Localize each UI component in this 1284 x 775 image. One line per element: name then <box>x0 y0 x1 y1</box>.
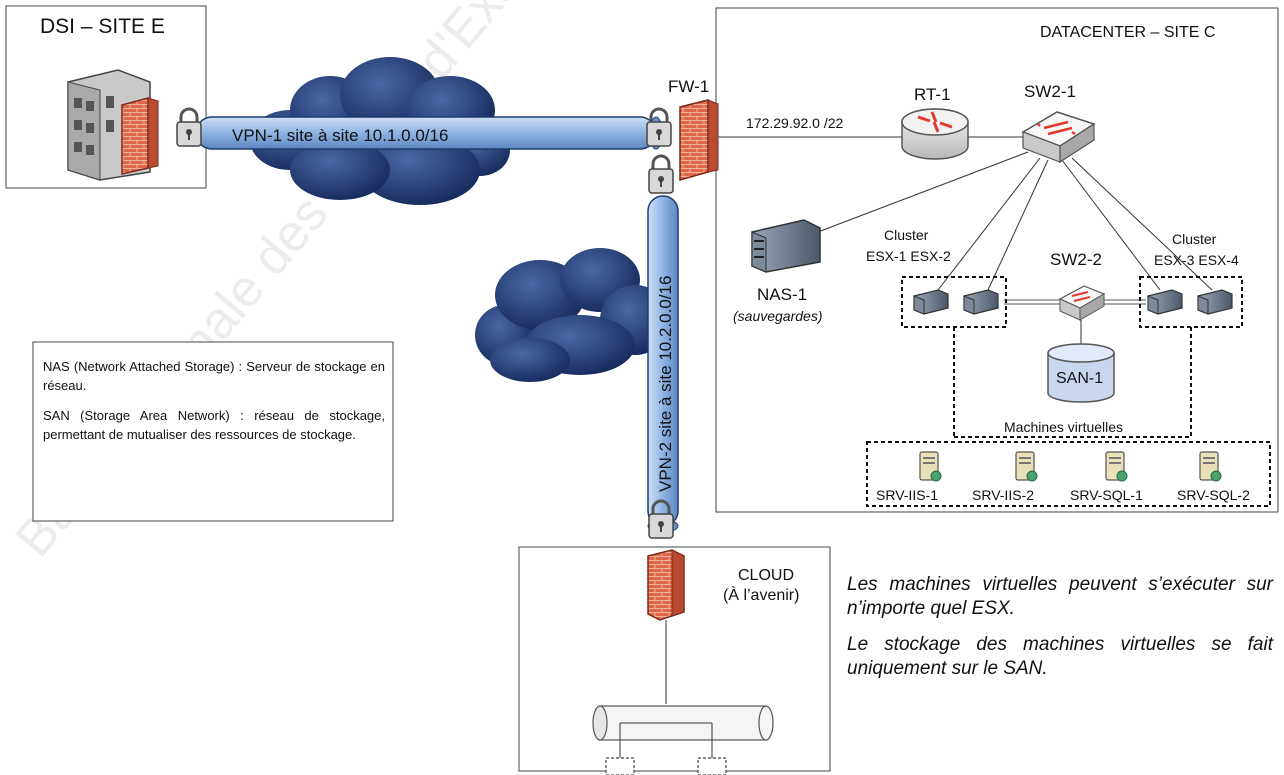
firewall-icon <box>647 549 685 621</box>
san-storage-icon <box>1047 343 1115 403</box>
datacenter-site-title: DATACENTER – SITE C <box>1040 24 1215 41</box>
padlock-icon <box>646 107 672 147</box>
vm-label: SRV-SQL-1 <box>1070 487 1143 503</box>
padlock-icon <box>648 154 674 194</box>
esx-host-icon <box>913 289 949 315</box>
nas-role-label: (sauvegardes) <box>733 308 823 324</box>
esx-host-icon <box>1147 289 1183 315</box>
cloud-site-box <box>518 546 831 772</box>
sw21-label: SW2-1 <box>1024 82 1076 101</box>
esx-host-icon <box>1197 289 1233 315</box>
vm-label: SRV-IIS-2 <box>972 487 1034 503</box>
rt1-label: RT-1 <box>914 85 951 104</box>
dsi-site-title: DSI – SITE E <box>40 15 165 38</box>
cloud-server-icon <box>697 757 727 775</box>
dsi-site-box <box>5 5 207 189</box>
cloud-site-subtitle: (À l’avenir) <box>723 585 799 604</box>
cloud-server-icon <box>605 757 635 775</box>
link-sw21-nas <box>817 151 1029 233</box>
vm-server-icon <box>1015 451 1038 482</box>
vm-group-box <box>866 441 1271 507</box>
cloud-site-title: CLOUD <box>738 567 794 584</box>
firewall-icon <box>679 99 719 181</box>
cluster1-hosts-label: ESX-1 ESX-2 <box>866 248 951 264</box>
fw1-label: FW-1 <box>668 77 709 96</box>
padlock-icon <box>648 499 674 539</box>
vm-label: SRV-IIS-1 <box>876 487 938 503</box>
router-icon <box>901 108 969 160</box>
internet-cloud-left <box>475 248 670 382</box>
vm-server-icon <box>1199 451 1222 482</box>
firewall-icon <box>121 97 159 175</box>
link-sw21-esx4 <box>1071 157 1213 291</box>
datacenter-site-box <box>715 7 1279 513</box>
lan-subnet-label: 172.29.92.0 /22 <box>746 115 844 131</box>
legend-box <box>32 341 394 522</box>
esx-host-icon <box>963 289 999 315</box>
legend-nas-definition: NAS (Network Attached Storage) : Serveur… <box>43 359 385 393</box>
switch-icon <box>1058 285 1106 321</box>
vpn1-label: VPN-1 site à site 10.1.0.0/16 <box>232 126 448 145</box>
note-vm-any-esx: Les machines virtuelles peuvent s’exécut… <box>847 574 1273 619</box>
vm-group-label: Machines virtuelles <box>1004 419 1123 435</box>
cluster2-label: Cluster <box>1172 231 1217 247</box>
nas-server-icon <box>751 219 821 273</box>
vpn2-label: VPN-2 site à site 10.2.0.0/16 <box>656 276 675 492</box>
link-sw21-esx2 <box>987 159 1049 291</box>
cluster2-hosts-label: ESX-3 ESX-4 <box>1154 252 1239 268</box>
vm-server-icon <box>919 451 942 482</box>
san-label: SAN-1 <box>1056 370 1103 387</box>
link-bus-servers <box>619 722 713 758</box>
padlock-icon <box>176 107 202 147</box>
legend-san-definition: SAN (Storage Area Network) : réseau de s… <box>43 408 385 442</box>
nas-label: NAS-1 <box>757 285 807 304</box>
vm-server-icon <box>1105 451 1128 482</box>
note-vm-storage-san: Le stockage des machines virtuelles se f… <box>847 634 1273 679</box>
vm-label: SRV-SQL-2 <box>1177 487 1250 503</box>
link-sw21-esx1 <box>937 157 1041 291</box>
link-sw21-esx3 <box>1061 159 1161 291</box>
cluster1-label: Cluster <box>884 227 929 243</box>
sw22-label: SW2-2 <box>1050 250 1102 269</box>
switch-icon <box>1021 111 1096 164</box>
